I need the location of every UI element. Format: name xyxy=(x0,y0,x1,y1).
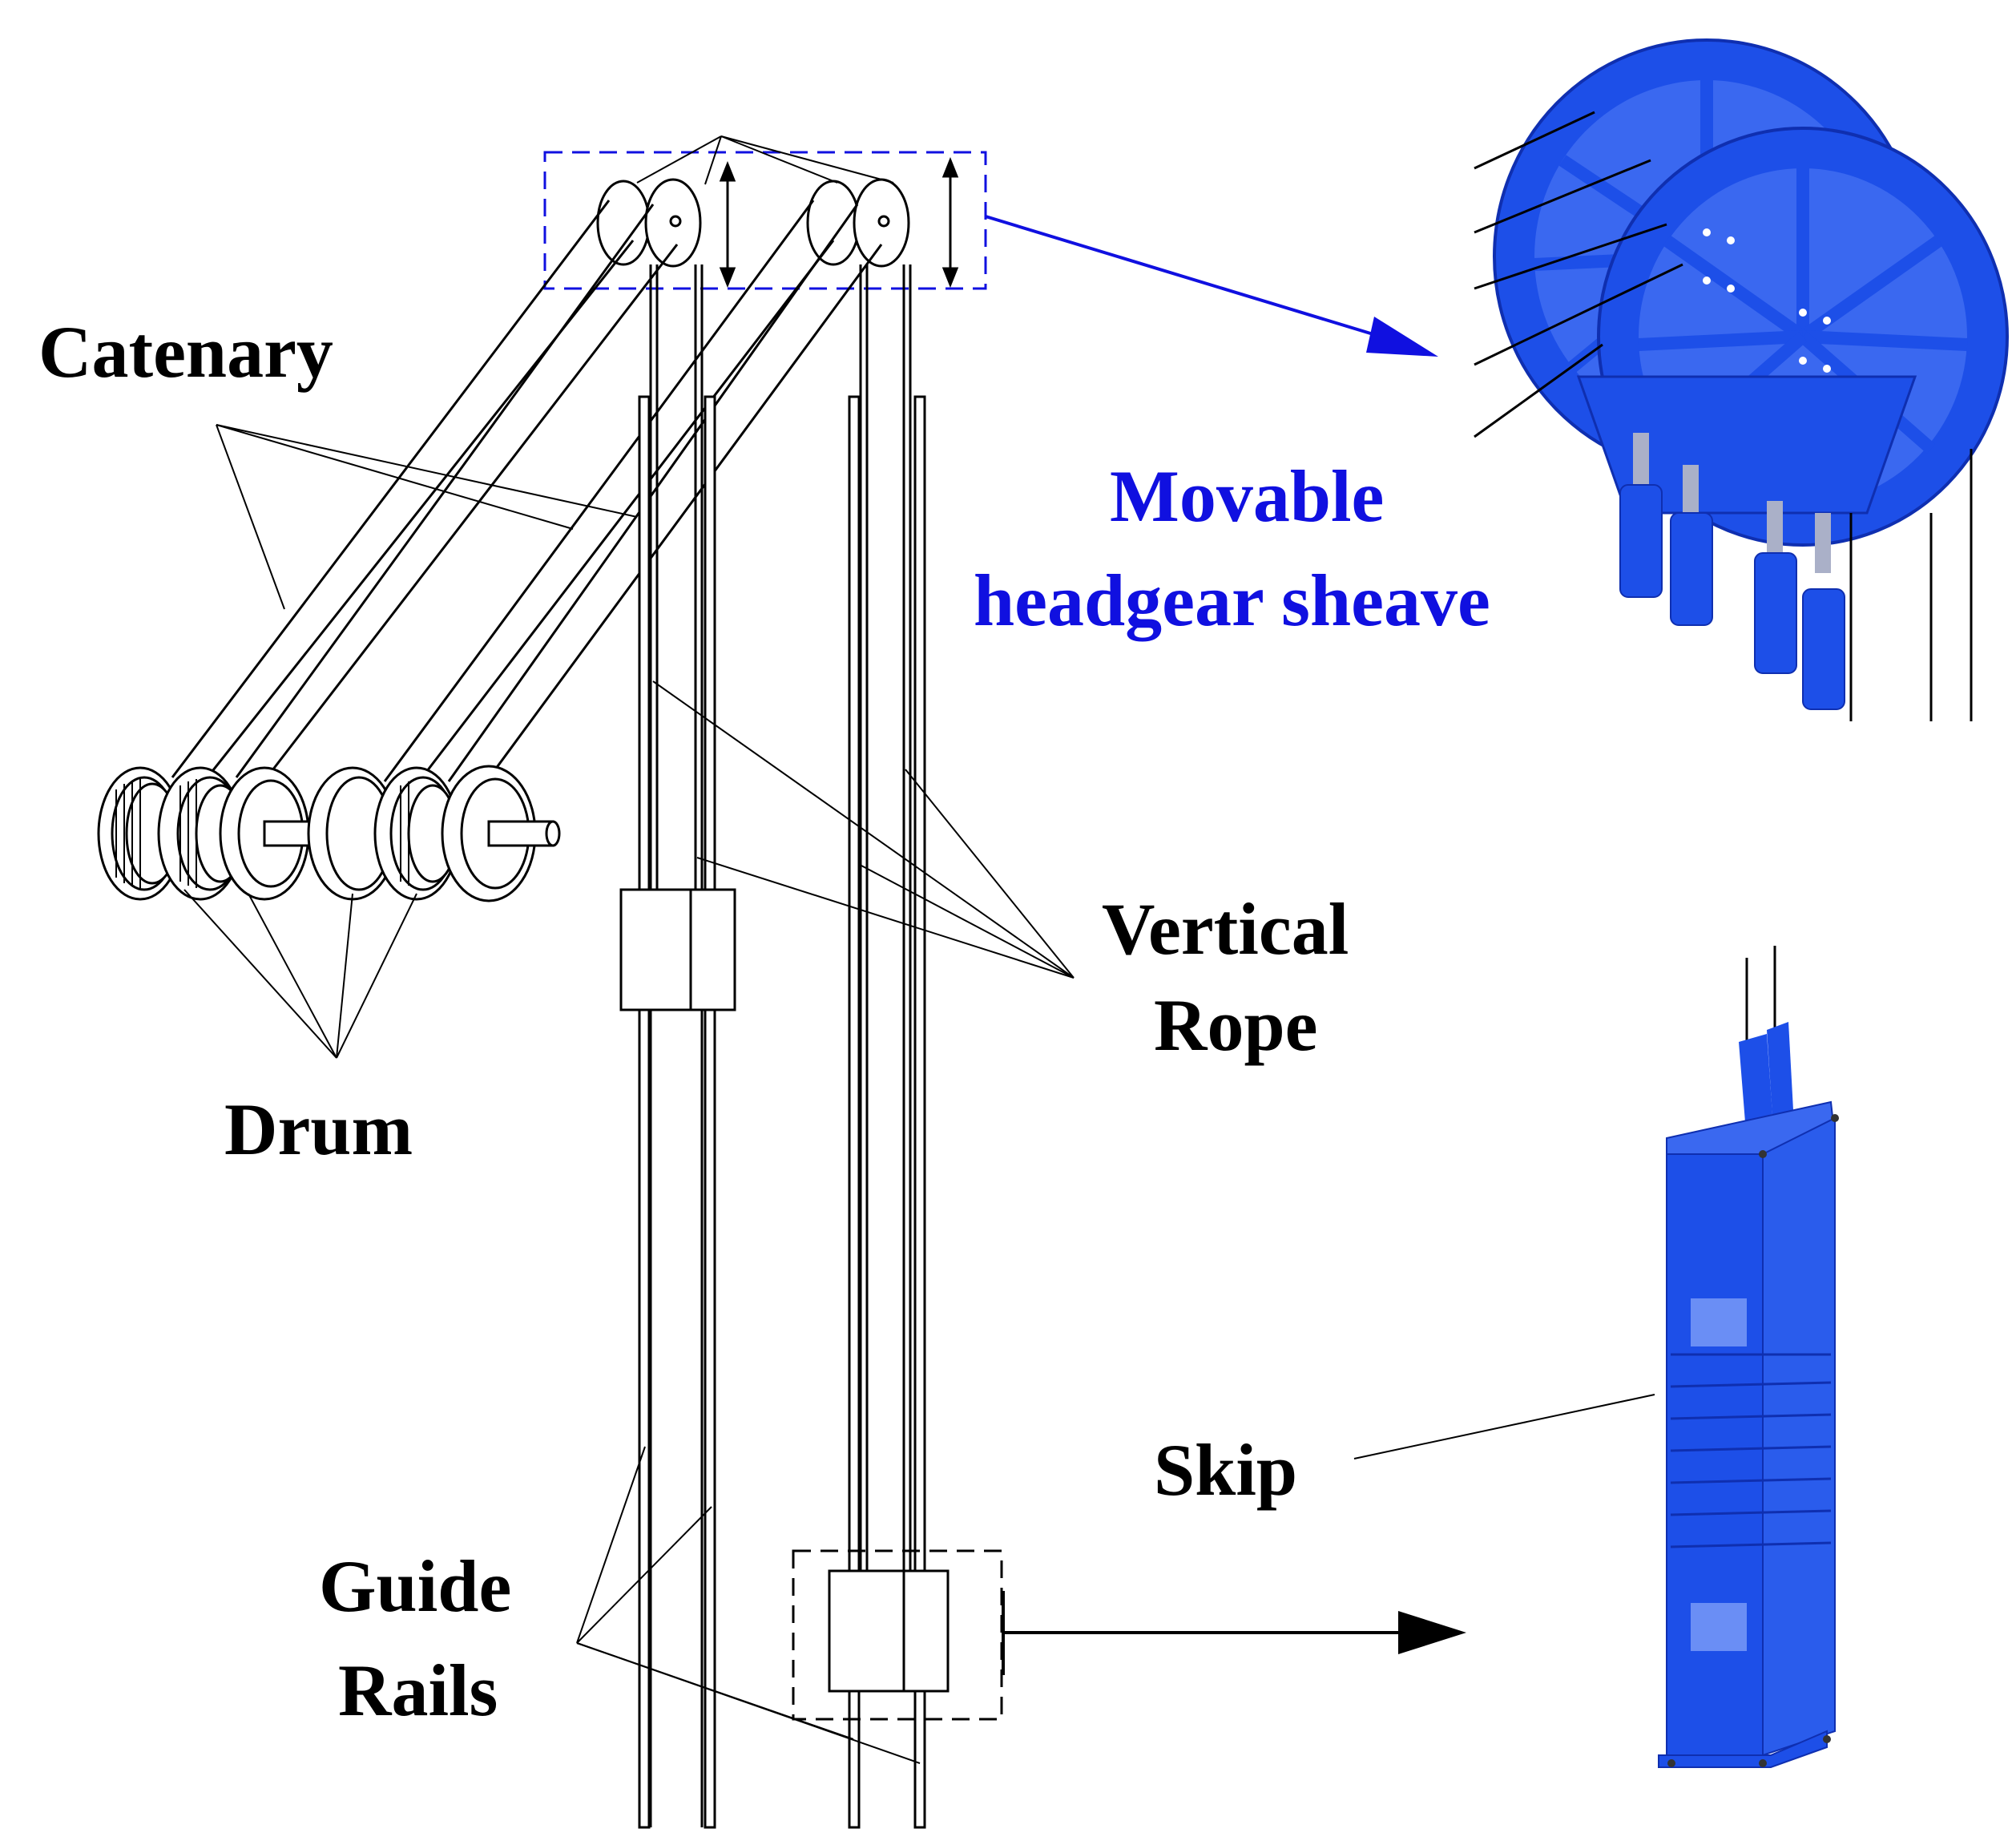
guide-rails xyxy=(638,395,926,1829)
skip-label: Skip xyxy=(1154,1429,1297,1511)
catenary-label: Catenary xyxy=(38,311,333,393)
drum-winding-lines xyxy=(115,779,409,888)
drum-pointer-lines xyxy=(183,889,417,1059)
sheave-highlight-box xyxy=(543,151,987,290)
vertical-rope-label-line2: Rope xyxy=(1154,984,1317,1066)
sheave-pointer-lines xyxy=(636,135,894,185)
vertical-rope-label-line1: Vertical xyxy=(1102,888,1349,970)
skip-highlight-box xyxy=(792,1549,1003,1721)
vertical-rope-pointer-lines xyxy=(652,680,1075,979)
skip-3d xyxy=(1658,946,1839,1768)
sheave-callout-arrow xyxy=(985,215,1438,357)
drums xyxy=(97,765,561,902)
guide-rails-label-line1: Guide xyxy=(319,1545,511,1627)
skip-callout-arrow xyxy=(1002,1591,1466,1675)
upper-skip-conveyance xyxy=(619,888,736,1011)
movable-headgear-label-line2: headgear sheave xyxy=(974,559,1490,641)
guide-rails-label-line2: Rails xyxy=(338,1649,498,1731)
vertical-ropes xyxy=(649,264,912,1827)
catenary-pointer-lines xyxy=(216,424,638,610)
movable-headgear-label-line1: Movable xyxy=(1110,455,1384,537)
movable-headgear-sheave-3d xyxy=(1474,38,2009,721)
catenary-ropes xyxy=(171,200,883,806)
drum-label: Drum xyxy=(224,1088,413,1170)
headgear-sheaves xyxy=(596,178,910,268)
guide-rails-pointer-lines xyxy=(576,1446,921,1764)
lower-skip-conveyance xyxy=(828,1569,950,1693)
skip-pointer-line xyxy=(1353,1394,1655,1459)
sheave-movement-arrows xyxy=(719,156,959,289)
